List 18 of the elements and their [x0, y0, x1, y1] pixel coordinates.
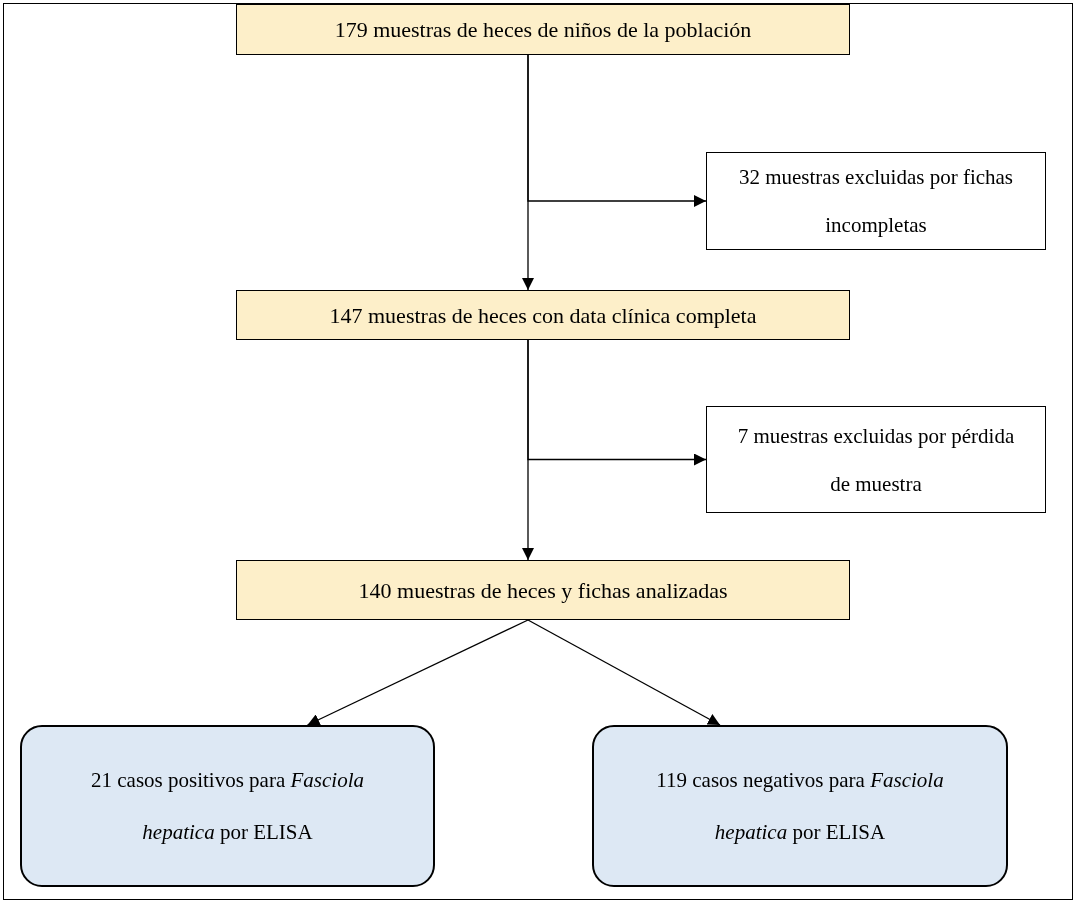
- node-text: 7 muestras excluidas por pérdida de muestra: [736, 422, 1016, 498]
- arrow: [527, 54, 707, 207]
- process-box: [236, 560, 850, 620]
- exclusion-box: [706, 406, 1046, 513]
- arrow: [306, 619, 529, 726]
- process-box: [236, 4, 850, 55]
- node-text: 179 muestras de heces de niños de la población: [334, 16, 752, 44]
- node-text: 32 muestras excluidas por fichas incompletas: [737, 164, 1015, 239]
- exclusion-box: [706, 152, 1046, 250]
- arrow: [527, 339, 707, 466]
- node-text: 147 muestras de heces con data clínica completa: [329, 301, 757, 330]
- arrow: [527, 619, 721, 726]
- node-text: 21 casos positivos para Fasciola hepatica por ELISA: [90, 767, 365, 846]
- node-text: 140 muestras de heces y fichas analizadas: [358, 576, 728, 605]
- result-box: [20, 725, 435, 887]
- process-box: [236, 290, 850, 340]
- node-text: 119 casos negativos para Fasciola hepatica por ELISA: [655, 767, 945, 846]
- result-box: [592, 725, 1008, 887]
